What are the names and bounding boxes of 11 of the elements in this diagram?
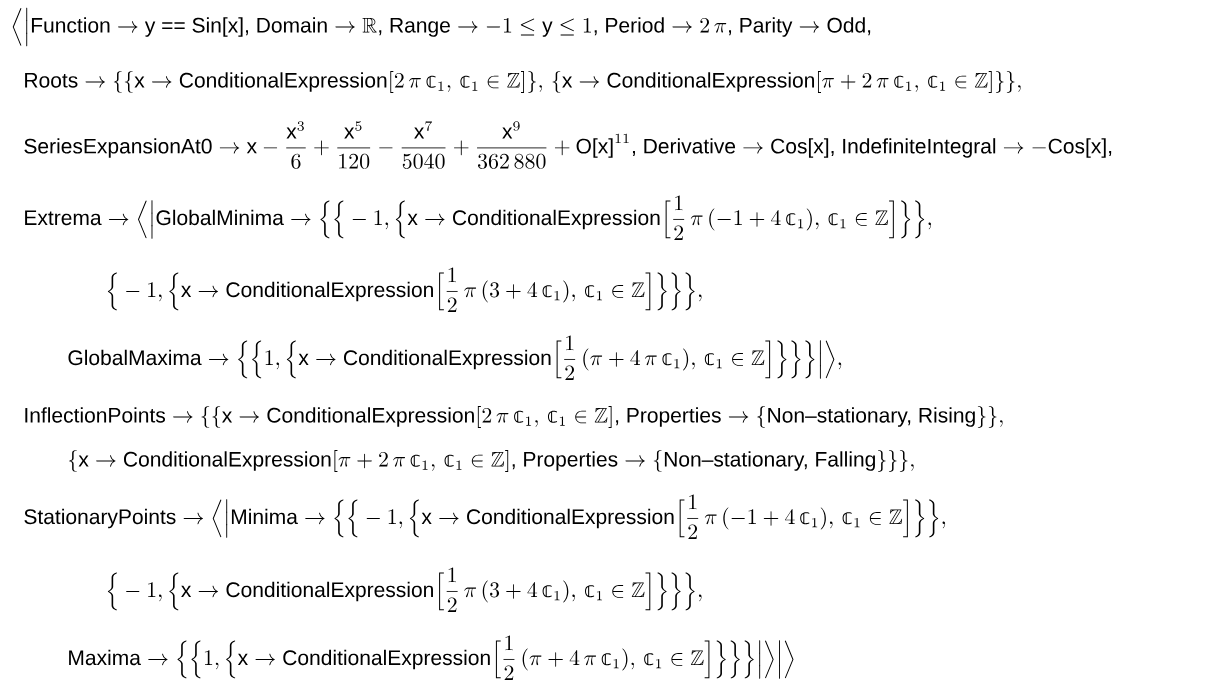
expression-line: $\Big\{-1,\Big\{\text{x}\rightarrow\text{ConditionalExpression}\Big[\frac{1}{2}\,\pi\,(3+4\,𝕔_1),\,𝕔_1\in\mathbb{Z}\Big]\Big\}\Big\}\Big\},$ [107, 267, 702, 312]
expression-line: $\text{SeriesExpansionAt0}\rightarrow\text{x}-\frac{\text{x}^3}{6}+\frac{\text{x}^5}{120}-\frac{\text{x}^7}{5040}+\frac{\text{x}^9}{362\,880}+\text{O[x]}^{11}\text{, Derivative}\rightarrow\text{Cos[x], IndefiniteIntegral}\rightarrow-\text{Cos[x],}$ [24, 121, 1112, 169]
expression-line: $\{\text{x}\rightarrow\text{ConditionalExpression}[\pi+2\,\pi\,𝕔_1,\,𝕔_1\in\mathbb{Z}]\text{, Properties}\rightarrow\{\text{Non–stationary, Falling}\}\}\},$ [68, 450, 914, 472]
expression-line: $\text{StationaryPoints}\rightarrow\Big\langle\Big|\text{Minima}\rightarrow\Big\{\Big\{-1,\Big\{\text{x}\rightarrow\text{ConditionalExpression}\Big[\frac{1}{2}\,\pi\,(-1+4\,𝕔_1),\,𝕔_1\in\mathbb{Z}\Big]\Big\}\Big\},$ [24, 494, 946, 539]
expression-line: $\text{Roots}\rightarrow\{\{\text{x}\rightarrow\text{ConditionalExpression}[2\,\pi\,𝕔_1,\,𝕔_1\in\mathbb{Z}]\},\,\{\text{x}\rightarrow\text{ConditionalExpression}[\pi+2\,\pi\,𝕔_1,\,𝕔_1\in\mathbb{Z}]\}\},$ [25, 71, 1021, 93]
expression-line: $\Big\{-1,\Big\{\text{x}\rightarrow\text{ConditionalExpression}\Big[\frac{1}{2}\,\pi\,(3+4\,𝕔_1),\,𝕔_1\in\mathbb{Z}\Big]\Big\}\Big\}\Big\},$ [107, 567, 702, 612]
expression-line: $\text{GlobalMaxima}\rightarrow\Big\{\Big\{1,\Big\{\text{x}\rightarrow\text{ConditionalExpression}\Big[\frac{1}{2}\,(\pi+4\,\pi\,𝕔_1),\,𝕔_1\in\mathbb{Z}\Big]\Big\}\Big\}\Big\}\Big|\Big\rangle,$ [68, 335, 842, 380]
expression-line: $\text{InflectionPoints}\rightarrow\{\{\text{x}\rightarrow\text{ConditionalExpression}[2\,\pi\,𝕔_1,\,𝕔_1\in\mathbb{Z}]\text{, Properties}\rightarrow\{\text{Non–stationary, Rising}\}\},$ [25, 406, 1003, 428]
expression-line: $\Big\langle\Big|\text{Function}\rightarrow\text{y == Sin[x], Domain}\rightarrow\mathbb{R}\text{, Range}\rightarrow -1\leq\text{y}\leq 1\text{, Period}\rightarrow 2\,\pi\text{, Parity}\rightarrow\text{Odd,}$ [12, 7, 871, 47]
expression-line: $\text{Extrema}\rightarrow\Big\langle\Big|\text{GlobalMinima}\rightarrow\Big\{\Big\{-1,\Big\{\text{x}\rightarrow\text{ConditionalExpression}\Big[\frac{1}{2}\,\pi\,(-1+4\,𝕔_1),\,𝕔_1\in\mathbb{Z}\Big]\Big\}\Big\},$ [25, 195, 932, 240]
expression-line: $\text{Maxima}\rightarrow\Big\{\Big\{1,\Big\{\text{x}\rightarrow\text{ConditionalExpression}\Big[\frac{1}{2}\,(\pi+4\,\pi\,𝕔_1),\,𝕔_1\in\mathbb{Z}\Big]\Big\}\Big\}\Big\}\Big|\Big\rangle\Big|\Big\rangle$ [69, 635, 794, 680]
